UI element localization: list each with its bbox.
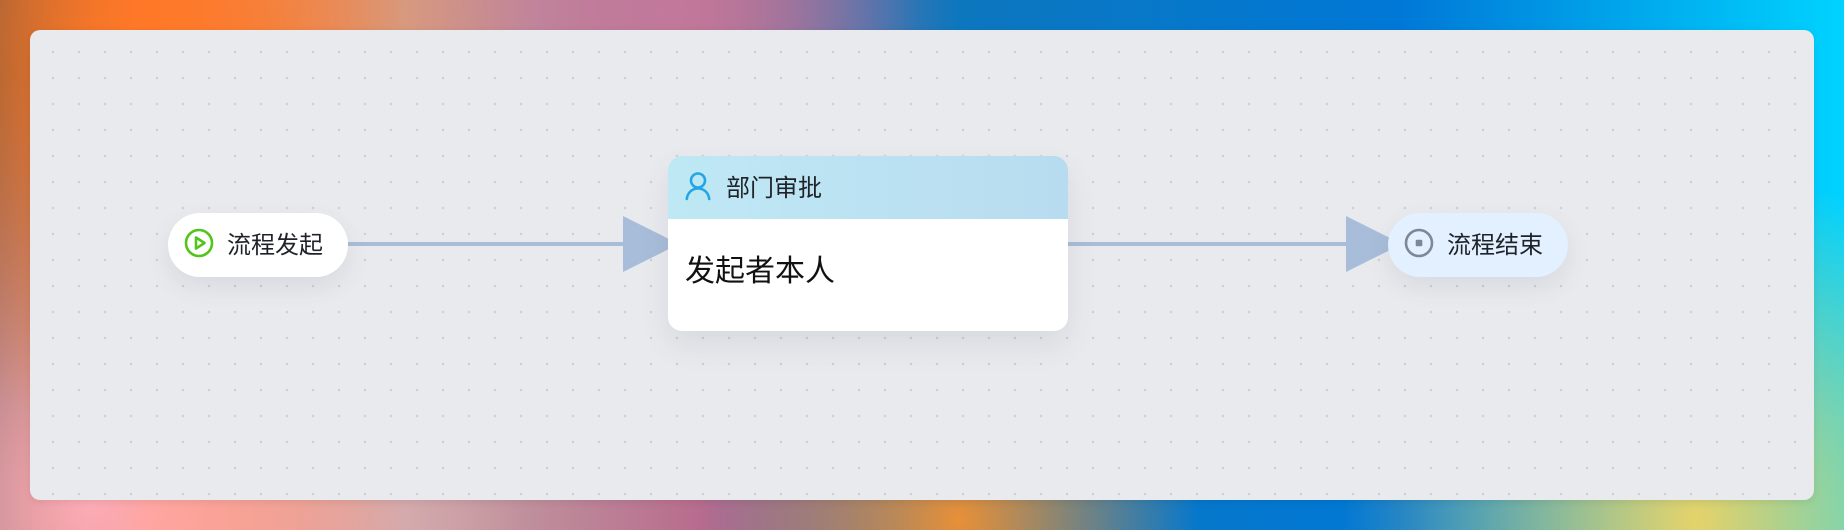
- approval-node-title: 部门审批: [726, 173, 822, 202]
- stop-square: [1415, 239, 1423, 247]
- play-circle-ring: [184, 228, 214, 258]
- end-node-label: 流程结束: [1447, 231, 1543, 259]
- stop-circle-icon: [1403, 227, 1435, 263]
- user-head: [689, 171, 707, 189]
- stop-circle-ring: [1404, 228, 1434, 258]
- approval-node-body: 发起者本人: [668, 219, 1068, 331]
- start-node[interactable]: 流程发起: [168, 213, 348, 277]
- end-node[interactable]: 流程结束: [1388, 213, 1568, 277]
- approval-node-header: 部门审批: [668, 156, 1068, 219]
- user-icon: [682, 170, 714, 206]
- department-approval-node[interactable]: 部门审批 发起者本人: [668, 156, 1068, 331]
- user-shoulders: [685, 186, 711, 200]
- workflow-connectors: [348, 216, 1402, 272]
- workflow-canvas: 流程发起 部门审批 发起者本人 流程结束: [30, 30, 1814, 500]
- approval-node-assignee: 发起者本人: [685, 254, 835, 289]
- play-circle-icon: [183, 227, 215, 263]
- play-triangle: [194, 236, 206, 250]
- start-node-label: 流程发起: [227, 231, 323, 259]
